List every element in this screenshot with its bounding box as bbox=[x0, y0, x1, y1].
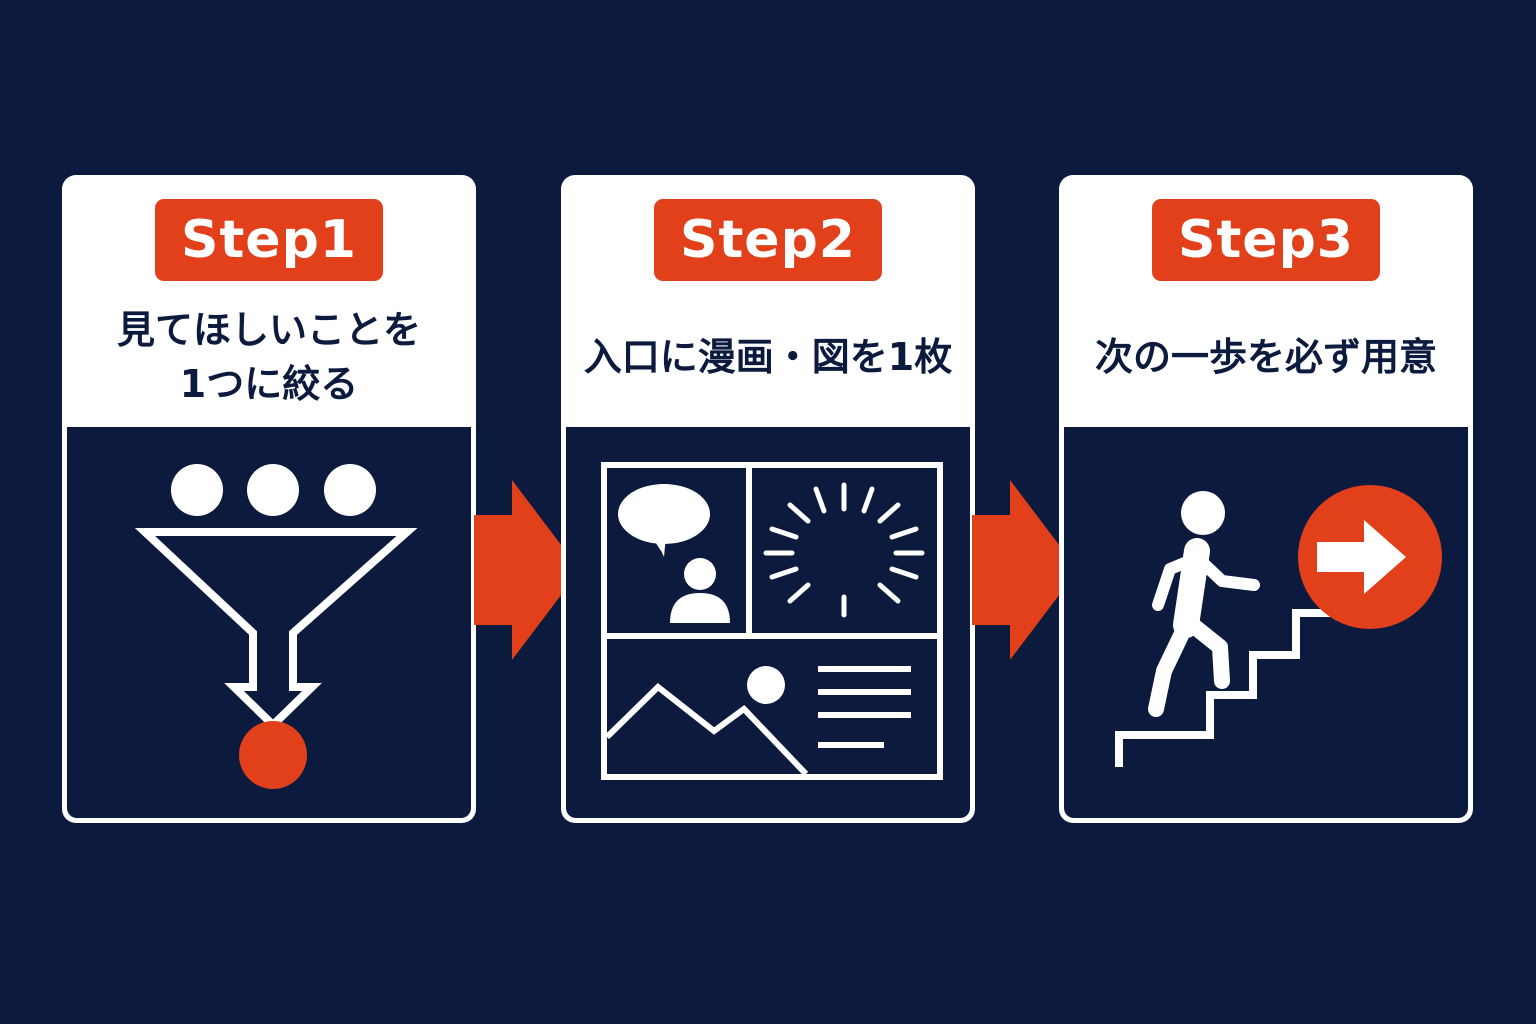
funnel-shape bbox=[134, 528, 418, 731]
landscape-image-icon bbox=[604, 666, 809, 777]
funnel-icon bbox=[134, 464, 418, 789]
comic-panel-icon bbox=[601, 462, 943, 780]
walking-person-icon bbox=[1148, 491, 1260, 717]
step-badge: Step2 bbox=[654, 199, 882, 281]
stairs-icon bbox=[1115, 609, 1382, 767]
step-card-2: Step2 入口に漫画・図を1枚 bbox=[561, 175, 975, 823]
step-badge: Step3 bbox=[1152, 199, 1380, 281]
person-climbing-stairs-icon bbox=[1115, 485, 1442, 767]
arrow-circle-icon bbox=[1298, 485, 1442, 629]
step-title: 入口に漫画・図を1枚 bbox=[561, 293, 975, 421]
input-dot-icon bbox=[171, 464, 223, 516]
input-dot-icon bbox=[247, 464, 299, 516]
comic-frame bbox=[601, 462, 943, 780]
arrow-right-icon bbox=[474, 480, 580, 660]
result-dot-icon bbox=[239, 721, 307, 789]
step-title: 次の一歩を必ず用意 bbox=[1059, 293, 1473, 421]
step-title-line: 見てほしいことを bbox=[116, 308, 421, 352]
step-title: 見てほしいことを 1つに絞る bbox=[62, 293, 476, 421]
step-card-1: Step1 見てほしいことを 1つに絞る bbox=[62, 175, 476, 823]
person-icon bbox=[670, 558, 730, 623]
step-title-line: 1つに絞る bbox=[179, 362, 359, 406]
step-card-3: Step3 次の一歩を必ず用意 bbox=[1059, 175, 1473, 823]
arrow-right-icon bbox=[972, 480, 1078, 660]
step-illustration-panel bbox=[566, 427, 970, 818]
text-lines-icon bbox=[818, 666, 911, 748]
step-badge: Step1 bbox=[155, 199, 383, 281]
input-dot-icon bbox=[324, 464, 376, 516]
step-illustration-panel bbox=[1064, 427, 1468, 818]
step-title-line: 次の一歩を必ず用意 bbox=[1094, 335, 1437, 379]
burst-icon bbox=[763, 482, 925, 618]
speech-bubble-icon bbox=[618, 484, 710, 557]
step-illustration-panel bbox=[67, 427, 471, 818]
step-title-line: 入口に漫画・図を1枚 bbox=[583, 335, 953, 379]
